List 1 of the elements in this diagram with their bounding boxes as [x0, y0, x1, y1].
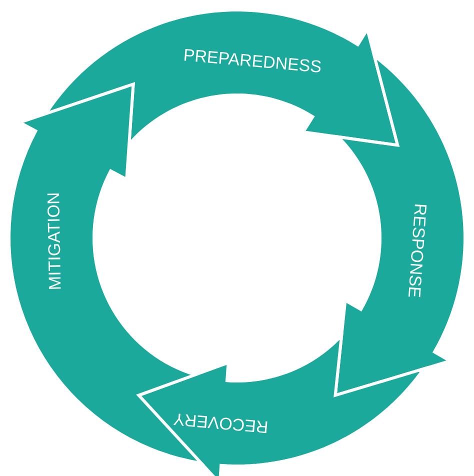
node-label: MITIGATION	[47, 194, 61, 289]
